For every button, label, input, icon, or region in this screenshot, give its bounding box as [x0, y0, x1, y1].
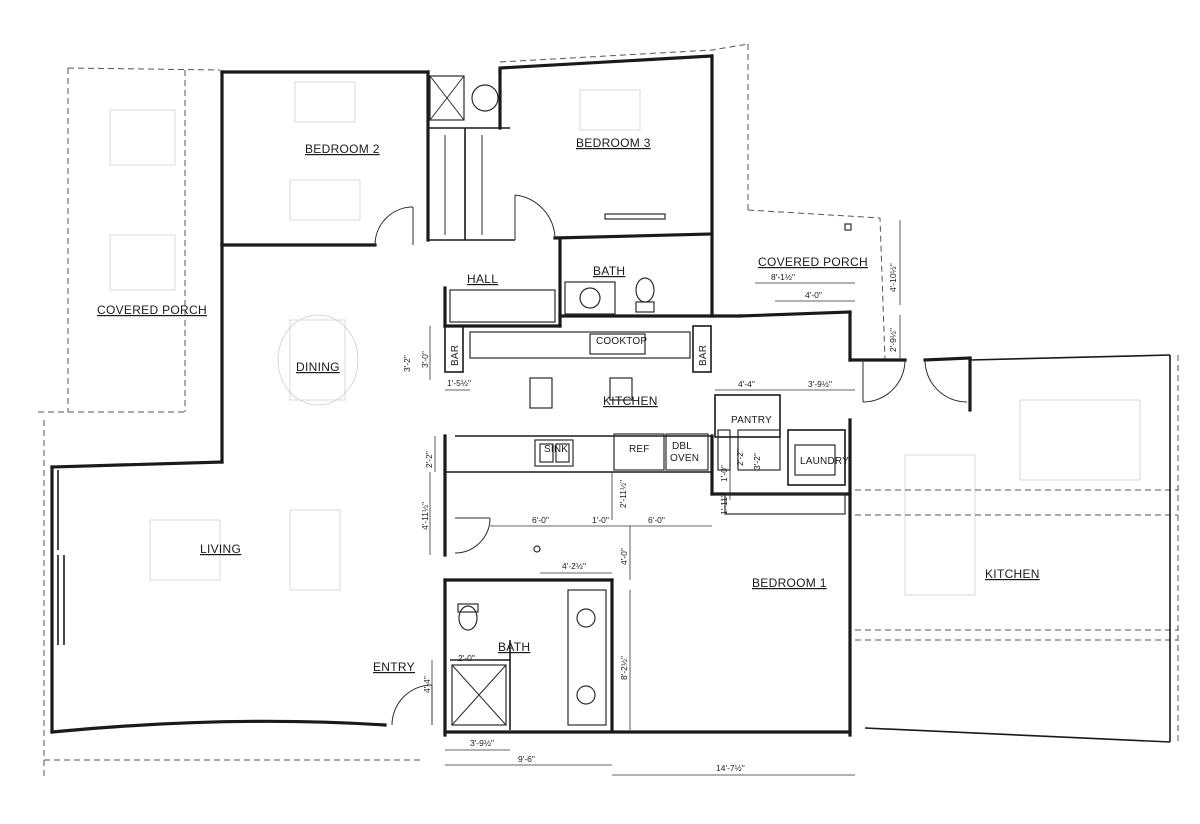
dim-label: 2'-11½" [618, 480, 628, 508]
dim-label: 1'-0" [592, 515, 609, 525]
room-label-kitchen-east: KITCHEN [985, 567, 1040, 581]
room-label-dining: DINING [296, 360, 340, 374]
dim-label: 3'-0" [420, 351, 430, 368]
room-label-covered-porch-west: COVERED PORCH [97, 303, 207, 317]
room-label-bath-lower: BATH [498, 640, 530, 654]
room-label-bedroom1: BEDROOM 1 [752, 576, 827, 590]
dim-label: 3'-9½" [808, 379, 832, 389]
dim-label: 4'-2½" [562, 561, 586, 571]
dim-label: 6'-0" [532, 515, 549, 525]
furniture-ghosts [109, 81, 1141, 596]
dim-label: 6'-0" [648, 515, 665, 525]
dim-label: 9'-6" [518, 754, 535, 764]
dim-label: 1'-5½" [447, 378, 471, 388]
room-labels: BEDROOM 2 BEDROOM 3 COVERED PORCH COVERE… [97, 136, 1040, 674]
dim-label: 8'-2½" [619, 656, 629, 680]
room-label-hall: HALL [467, 272, 498, 286]
dim-label: 14'-7½" [716, 763, 745, 773]
dim-label: 4'-4" [422, 676, 432, 693]
dim-label: 4'-0" [805, 290, 822, 300]
dimension-labels: 8'-1½" 4'-0" 4'-10½" 2'-9½" 3'-2" 3'-0" … [402, 263, 898, 773]
room-label-pantry: PANTRY [731, 415, 772, 426]
room-label-entry: ENTRY [373, 660, 415, 674]
doors [374, 194, 968, 726]
fixture-label-dbl: DBL [672, 441, 692, 452]
dim-label: 2'-0" [458, 653, 475, 663]
dim-label: 3'-9½" [470, 738, 494, 748]
dim-label: 4'-11½" [420, 502, 430, 530]
dimension-lines [429, 220, 901, 776]
fixture-label-oven: OVEN [670, 453, 699, 464]
dim-label: 3'-2" [402, 355, 412, 372]
room-label-bedroom3: BEDROOM 3 [576, 136, 651, 150]
walls [50, 54, 1171, 743]
dim-label: 8'-1½" [771, 272, 795, 282]
fixture-label-ref: REF [629, 444, 650, 455]
room-label-kitchen: KITCHEN [603, 394, 658, 408]
dim-label: 1'-11" [719, 494, 729, 515]
fixture-label-bar-right: BAR [698, 345, 709, 366]
dim-label: 4'-10½" [888, 263, 898, 292]
fixture-label-laundry: LAUNDRY [800, 456, 849, 467]
fixtures [429, 75, 852, 726]
dim-label: 3'-2" [752, 453, 762, 470]
dim-label: 1'-0" [719, 465, 729, 482]
room-label-covered-porch-east: COVERED PORCH [758, 255, 868, 269]
fixture-label-bar-left: BAR [450, 345, 461, 366]
fixture-label-sink: SINK [544, 444, 568, 455]
dim-label: 2'-2" [424, 451, 434, 468]
fixture-labels: COOKTOP BAR BAR SINK REF DBL OVEN LAUNDR… [450, 336, 849, 467]
fixture-label-cooktop: COOKTOP [596, 336, 647, 347]
dim-label: 4'-4" [738, 379, 755, 389]
room-label-bath-upper: BATH [593, 264, 625, 278]
dim-label: 2'-2" [735, 449, 745, 466]
room-label-living: LIVING [200, 542, 241, 556]
room-label-bedroom2: BEDROOM 2 [305, 142, 380, 156]
dim-label: 2'-9½" [888, 328, 898, 352]
porch-outlines [38, 43, 1179, 780]
dim-label: 4'-0" [619, 548, 629, 565]
